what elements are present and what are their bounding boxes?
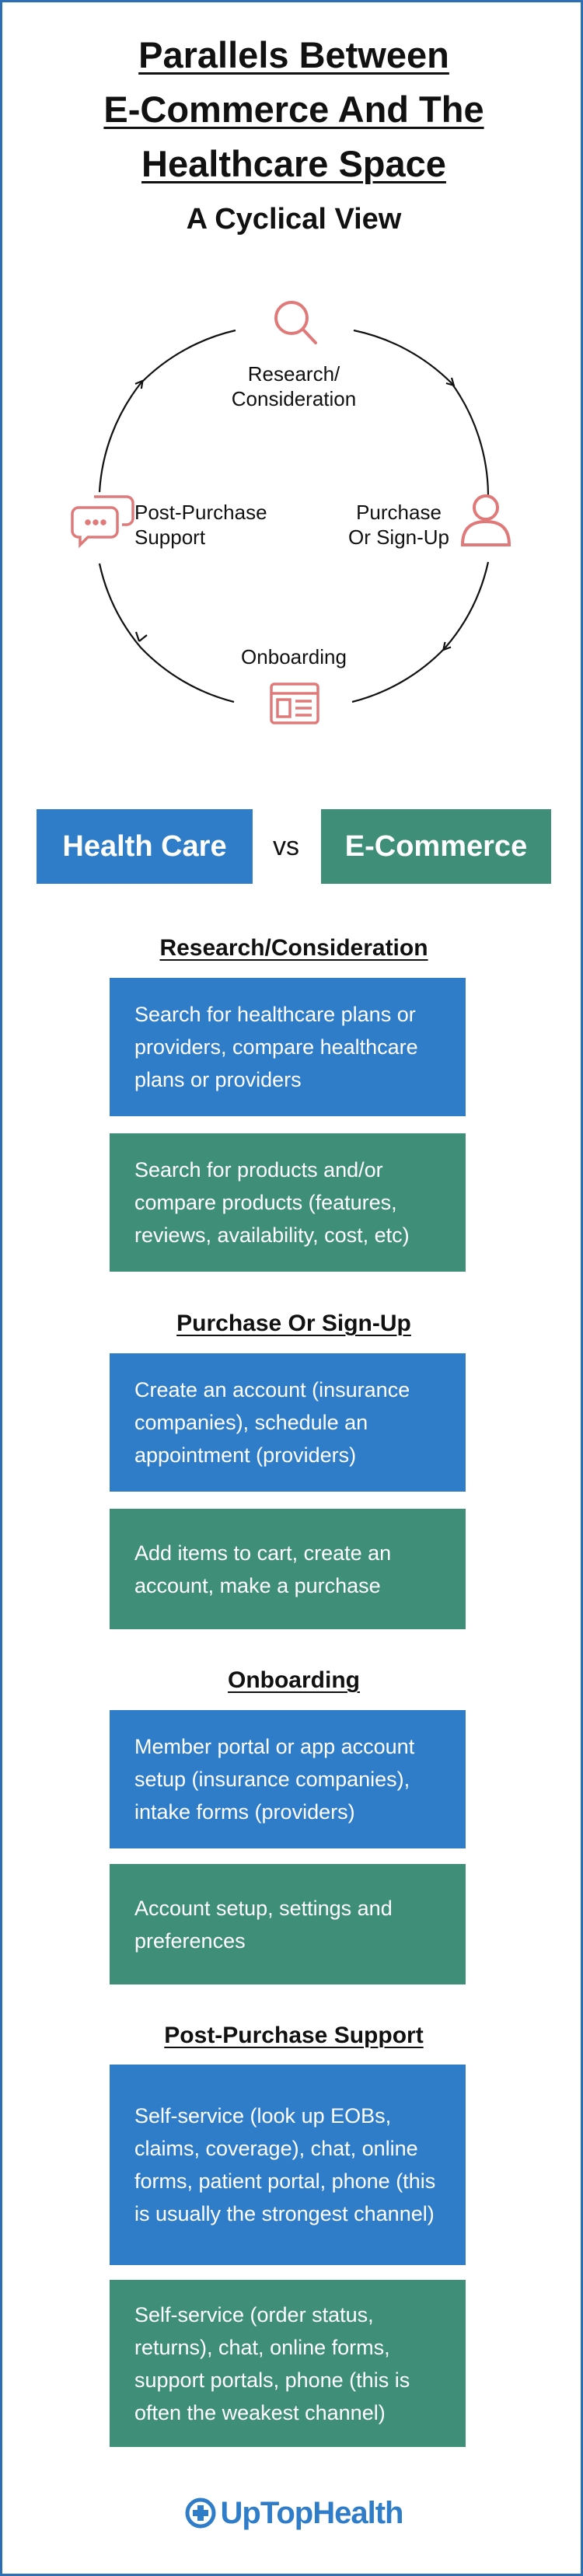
cycle-diagram: Research/ Consideration Purchase Or Sign…	[2, 282, 581, 733]
health-card-purchase: Create an account (insurance companies),…	[110, 1353, 466, 1492]
health-card-onboarding: Member portal or app account setup (insu…	[110, 1710, 466, 1848]
plus-circle-icon	[185, 2497, 216, 2529]
form-icon	[270, 682, 319, 724]
logo-text: UpTopHealth	[220, 2495, 404, 2530]
chat-bubbles-icon	[71, 495, 134, 549]
section-title-support: Post-Purchase Support	[164, 2023, 424, 2048]
cycle-label-onboarding: Onboarding	[241, 645, 347, 668]
cycle-label-purchase: Purchase Or Sign-Up	[347, 501, 450, 549]
user-icon	[460, 494, 511, 546]
health-card-support: Self-service (look up EOBs, claims, cove…	[110, 2065, 466, 2265]
cycle-arrows	[71, 301, 511, 724]
section-title-research: Research/Consideration	[159, 935, 428, 961]
vs-label: vs	[273, 831, 299, 861]
search-icon	[274, 301, 317, 344]
ecommerce-card-purchase: Add items to cart, create an account, ma…	[110, 1509, 466, 1629]
page-title-line-1: Parallels Between	[138, 34, 449, 75]
ecommerce-card-support: Self-service (order status, returns), ch…	[110, 2280, 466, 2447]
section-title-purchase: Purchase Or Sign-Up	[176, 1311, 411, 1336]
arrow-research-to-purchase	[353, 329, 452, 383]
health-care-header: Health Care	[37, 809, 253, 884]
health-card-research: Search for healthcare plans or providers…	[110, 978, 466, 1116]
ecommerce-card-research: Search for products and/or compare produ…	[110, 1133, 466, 1272]
section-title-onboarding: Onboarding	[228, 1667, 360, 1693]
cycle-label-research: Research/ Consideration	[231, 362, 357, 410]
page-title-line-3: Healthcare Space	[141, 143, 446, 184]
ecommerce-card-onboarding: Account setup, settings and preferences	[110, 1864, 466, 1984]
page-subtitle: A Cyclical View	[186, 203, 402, 236]
ecommerce-header: E-Commerce	[321, 809, 551, 884]
page-title-line-2: E-Commerce And The	[103, 89, 484, 130]
uptop-health-logo: UpTopHealth	[2, 2490, 581, 2536]
cycle-label-support: Post-Purchase Support	[134, 501, 267, 549]
